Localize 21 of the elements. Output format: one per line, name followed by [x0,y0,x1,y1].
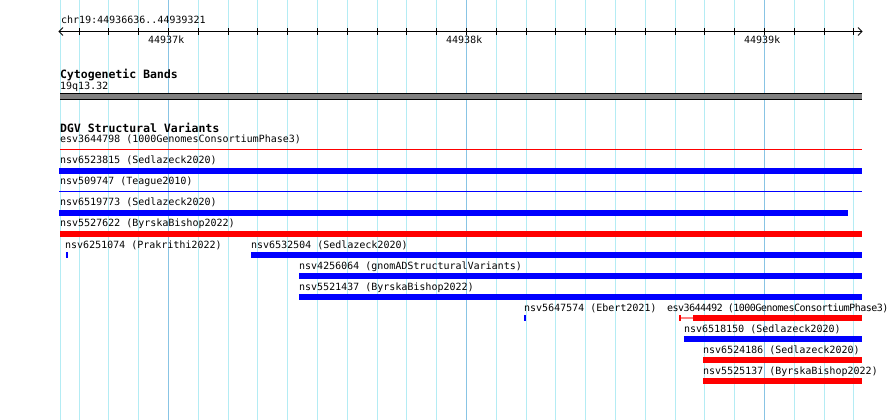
feature-label: nsv6532504 (Sedlazeck2020) [251,240,408,251]
feature-label: nsv5521437 (ByrskaBishop2022) [299,282,474,293]
feature-label: nsv5525137 (ByrskaBishop2022) [703,366,878,377]
feature-label: nsv6251074 (Prakrithi2022) [65,240,222,251]
tick-label: 44938k [446,35,482,46]
feature-label: nsv4256064 (gnomADStructuralVariants) [299,261,522,272]
feature-label: nsv5527622 (ByrskaBishop2022) [60,218,235,229]
tick-label: 44937k [148,35,184,46]
feature-label: nsv6523815 (Sedlazeck2020) [60,155,217,166]
feature-label: 19q13.32 [60,81,108,92]
track-title: DGV Structural Variants [60,122,220,134]
track-title: Cytogenetic Bands [60,68,178,80]
feature-label: esv3644798 (1000GenomesConsortiumPhase3) [60,134,301,145]
tick-label: 44939k [744,35,780,46]
feature-label: nsv5647574 (Ebert2021) [524,303,656,314]
feature-label: nsv6524186 (Sedlazeck2020) [703,345,860,356]
coordinate-range: chr19:44936636..44939321 [61,15,206,26]
feature-label: nsv6518150 (Sedlazeck2020) [684,324,841,335]
feature-label: esv3644492 (1000GenomesConsortiumPhase3) [667,303,888,314]
feature-label: nsv509747 (Teague2010) [60,176,192,187]
feature-label: nsv6519773 (Sedlazeck2020) [60,197,217,208]
